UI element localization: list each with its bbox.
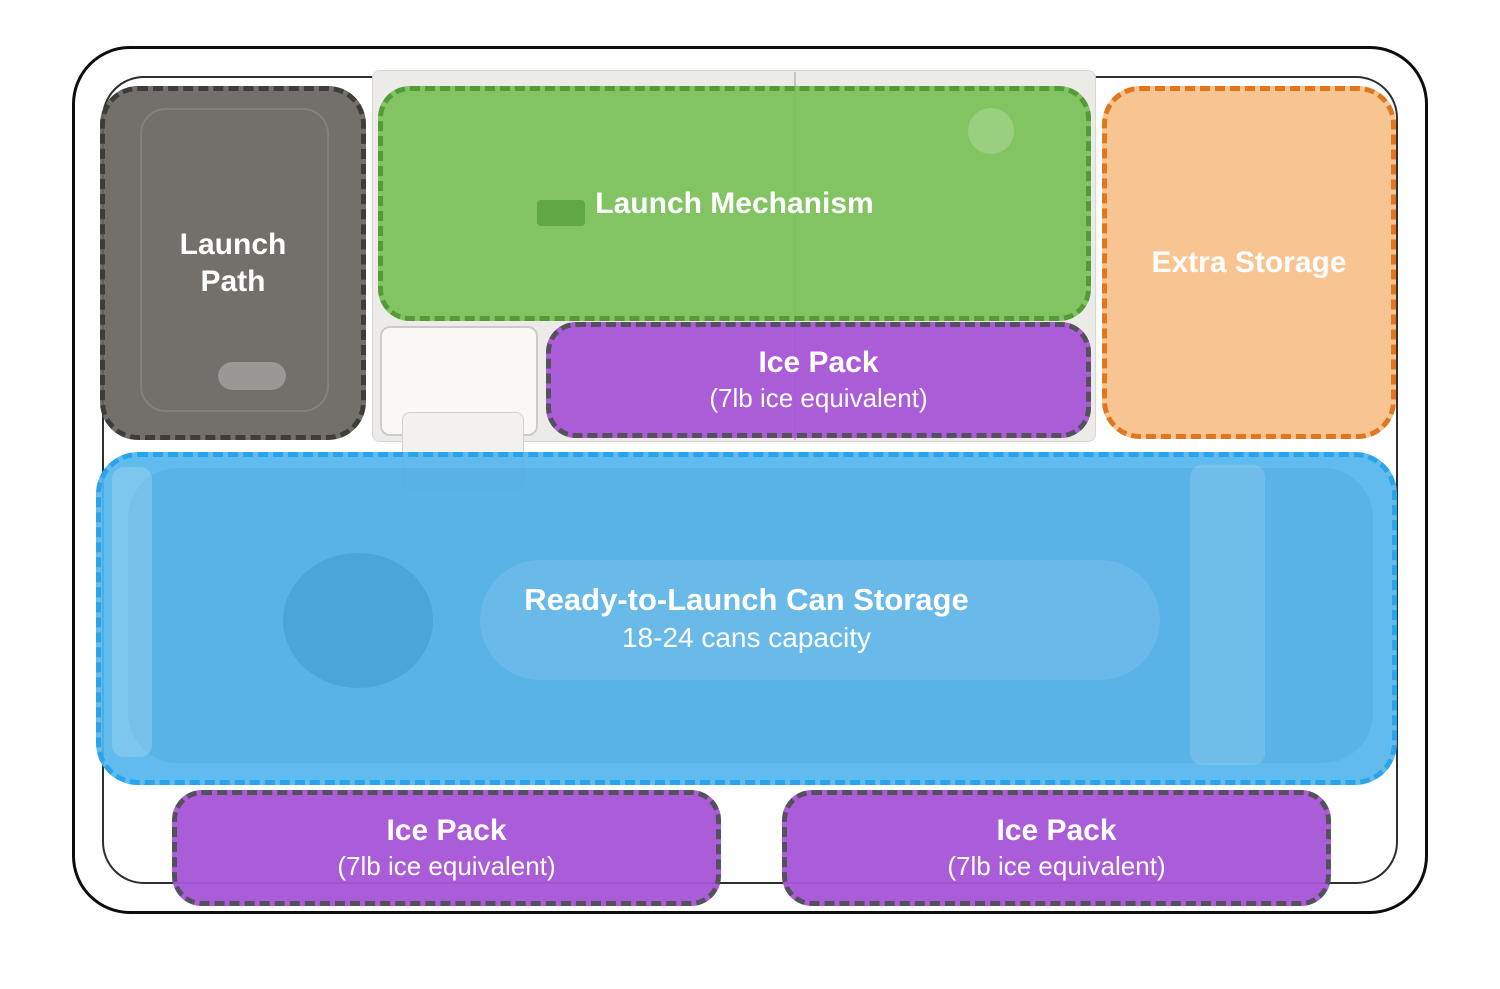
launch-path-label: Launch Path (179, 227, 287, 299)
can-storage-circle-detail (283, 553, 433, 688)
can-storage-title: Ready-to-Launch Can Storage (524, 581, 969, 617)
region-launch-path: Launch Path (100, 86, 366, 440)
extra-storage-label: Extra Storage (1151, 245, 1347, 279)
launch-path-slider-detail (218, 362, 286, 390)
ice-pack-top-subtitle: (7lb ice equivalent) (709, 382, 928, 413)
region-launch-mechanism: Launch Mechanism (378, 86, 1091, 321)
ice-pack-bottom-right-title: Ice Pack (996, 814, 1117, 848)
can-storage-panel-detail (128, 468, 1373, 763)
region-ice-pack-bottom-right: Ice Pack (7lb ice equivalent) (782, 790, 1331, 906)
can-storage-right-strip-detail (1190, 465, 1265, 765)
ice-pack-bottom-left-subtitle: (7lb ice equivalent) (337, 850, 556, 881)
can-storage-left-strip-detail (112, 467, 152, 757)
cooler-outer-outline (72, 46, 1428, 914)
region-ice-pack-bottom-left: Ice Pack (7lb ice equivalent) (172, 790, 721, 906)
region-ice-pack-top: Ice Pack (7lb ice equivalent) (546, 322, 1091, 438)
launch-path-track-outline (140, 108, 329, 412)
ice-pack-bottom-left-title: Ice Pack (386, 814, 507, 848)
launch-mechanism-circle-detail (968, 108, 1014, 154)
can-storage-capsule-detail (480, 560, 1160, 680)
launch-mechanism-part-detail (537, 200, 585, 226)
ice-pack-top-title: Ice Pack (758, 346, 879, 380)
can-storage-subtitle: 18-24 cans capacity (621, 621, 872, 653)
region-extra-storage: Extra Storage (1102, 86, 1396, 439)
launch-mechanism-label: Launch Mechanism (595, 186, 874, 220)
ice-pack-bottom-right-subtitle: (7lb ice equivalent) (947, 850, 1166, 881)
region-can-storage: Ready-to-Launch Can Storage 18-24 cans c… (96, 452, 1397, 785)
